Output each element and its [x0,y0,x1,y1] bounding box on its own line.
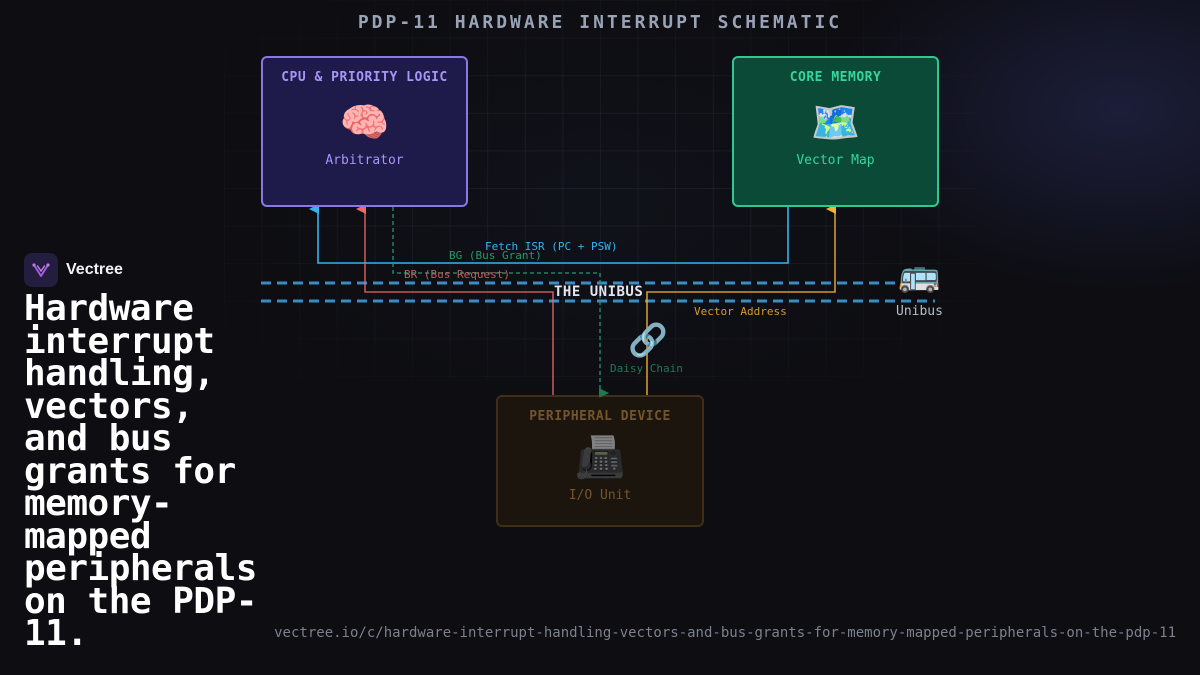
vector-address-label: Vector Address [694,305,787,318]
cpu-subtitle: Arbitrator [325,153,404,168]
diagram-title: PDP-11 HARDWARE INTERRUPT SCHEMATIC [357,12,843,33]
fetch-isr-label: Fetch ISR (PC + PSW) [485,240,618,253]
fetch-isr-wire [309,204,789,264]
headline: Hardware interrupt handling, vectors, an… [24,288,257,654]
fax-machine-icon: 📠 [575,435,625,481]
peripheral-title: PERIPHERAL DEVICE [529,409,671,424]
bus-grant-label: BG (Bus Grant) [449,249,542,262]
vector-address-wire [646,204,836,395]
unibus-title: THE UNIBUS [554,284,644,300]
bus-request-wire [356,204,554,395]
map-icon: 🗺️ [810,100,861,146]
peripheral-node: PERIPHERAL DEVICE 📠 I/O Unit [496,395,704,527]
brain-icon: 🧠 [339,100,390,146]
link-icon: 🔗 [628,321,668,359]
memory-node: CORE MEMORY 🗺️ Vector Map [732,56,939,207]
bus-grant-wire [392,207,609,398]
cpu-title: CPU & PRIORITY LOGIC [281,70,448,85]
brand-name: Vectree [66,261,123,278]
peripheral-subtitle: I/O Unit [568,488,632,503]
vectree-logo-icon [24,253,58,287]
bus-icon: 🚌 [898,255,941,295]
brand[interactable]: Vectree [24,253,123,287]
page-url[interactable]: vectree.io/c/hardware-interrupt-handling… [274,625,1176,641]
bus-request-label: BR (Bus Request) [404,268,510,281]
unibus-caption: Unibus [896,304,943,319]
memory-subtitle: Vector Map [796,153,875,168]
daisy-chain-label: Daisy Chain [610,362,683,375]
cpu-node: CPU & PRIORITY LOGIC 🧠 Arbitrator [261,56,468,207]
memory-title: CORE MEMORY [789,70,882,85]
